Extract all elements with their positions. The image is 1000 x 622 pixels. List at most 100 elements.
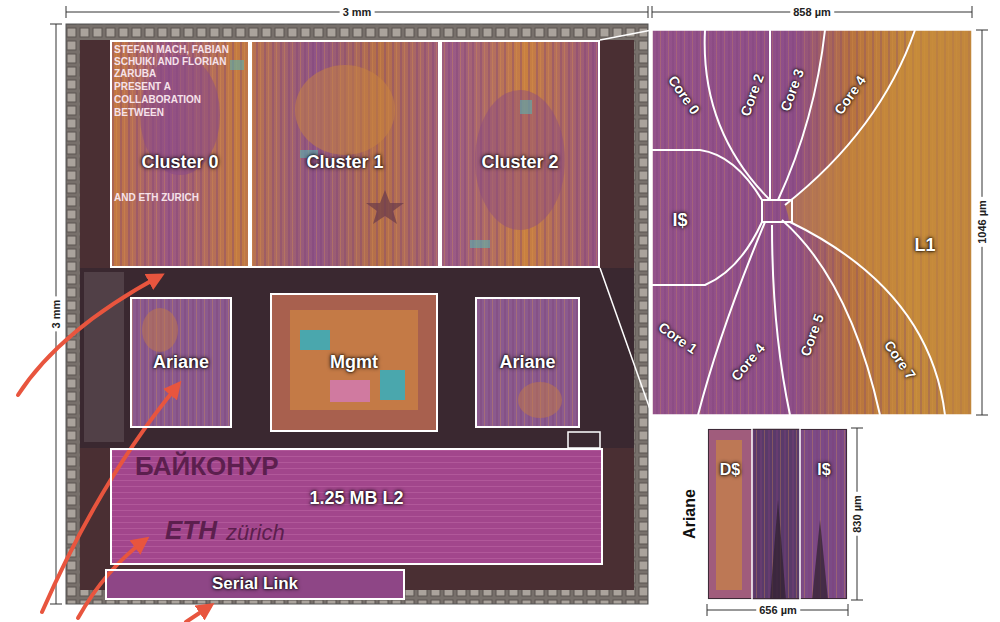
die-art-text: PRESENT A [114, 81, 246, 93]
core-boundaries-part [785, 30, 915, 205]
core-boundaries-part [705, 30, 770, 200]
core-boundaries [652, 30, 945, 415]
part-label: I$ [672, 210, 687, 231]
die-part [110, 40, 600, 268]
die-part [475, 90, 565, 230]
part-label: Core 4 [831, 73, 869, 118]
zoom-guides-part [600, 30, 652, 40]
part-label: Core 4 [728, 340, 768, 384]
die-part [110, 448, 603, 565]
die-part [80, 40, 634, 590]
cluster-region: Cluster 1 [250, 40, 440, 268]
zoom-guides [600, 30, 652, 415]
part-label: Core 5 [797, 312, 827, 358]
ariane-zoom-part [707, 428, 752, 600]
die-part [475, 297, 580, 428]
die-part [130, 297, 232, 428]
die [66, 24, 648, 604]
die-part [84, 272, 124, 442]
dimension-label: 3 mm [50, 297, 63, 332]
figure-title: Ariane [681, 489, 699, 539]
die-art-text: BETWEEN [114, 107, 246, 119]
dimension-label: 1046 µm [976, 197, 989, 247]
dimension-lines [50, 6, 988, 616]
die-part [518, 382, 562, 418]
ariane-zoom-part [770, 500, 786, 600]
core-boundaries-part [652, 222, 762, 285]
die-art-text: AND ETH ZURICH [114, 192, 246, 204]
part-label: Core 1 [656, 319, 701, 357]
die-part [470, 240, 490, 248]
cluster-region: Cluster 2 [440, 40, 600, 268]
management-region: Mgmt [270, 293, 438, 432]
part-label: Core 7 [881, 338, 919, 383]
dimension-label: 830 µm [851, 492, 864, 536]
die-part [230, 60, 244, 70]
die-part [330, 380, 370, 402]
die-art-text: БАЙКОНУР [135, 452, 279, 482]
core-boundaries-part [778, 30, 825, 200]
ariane-zoom-part [800, 428, 848, 600]
die-part [475, 297, 580, 428]
cluster-zoom-part [652, 30, 972, 415]
region-name: Cluster 2 [481, 152, 558, 174]
cluster-zoom-part [652, 30, 972, 415]
die-part [110, 40, 600, 268]
dimension-lines-part [851, 428, 863, 600]
core-boundaries-part [772, 225, 790, 415]
part-label: Core 3 [777, 67, 807, 113]
ariane-zoom-part [707, 428, 848, 600]
die-part [520, 100, 532, 114]
core-region: Ariane [130, 297, 232, 428]
io-region: Serial Link [105, 569, 405, 600]
callout-arrows-part [18, 276, 160, 395]
dimension-label: 3 mm [340, 6, 375, 19]
die-part [80, 268, 634, 448]
die-art-text: ETH [165, 516, 217, 546]
die-art-text: COLLABORATION [114, 94, 246, 106]
dimension-lines-part [50, 24, 62, 604]
core-boundaries-part [698, 222, 765, 415]
die-part [110, 448, 603, 565]
part-label: Core 2 [737, 72, 767, 118]
die-part [66, 24, 648, 604]
cluster-zoom [652, 30, 972, 415]
die-art-text-block: STEFAN MACH, FABIAN SCHUIKI AND FLORIAN … [114, 44, 246, 119]
part-label: I$ [817, 461, 830, 479]
dimension-lines-part [707, 604, 848, 616]
die-part [366, 190, 404, 224]
ariane-zoom-part [812, 520, 828, 600]
part-label: Core 0 [665, 73, 703, 118]
region-name: Serial Link [212, 574, 298, 594]
die-part [142, 308, 178, 352]
dimension-lines-part [66, 6, 648, 18]
ariane-zoom [707, 428, 848, 600]
die-part [568, 432, 600, 448]
ariane-zoom-part [709, 430, 752, 598]
dimension-lines-part [652, 6, 972, 18]
cluster-zoom-part [785, 30, 972, 415]
region-name: Cluster 0 [141, 152, 218, 174]
core-boundaries-part [762, 200, 792, 222]
die-part [295, 65, 395, 155]
die-part [380, 370, 405, 400]
part-label: D$ [720, 461, 740, 479]
die-art-text: zürich [226, 520, 285, 545]
core-boundaries-part [782, 220, 880, 415]
dimension-label: 858 µm [790, 6, 834, 19]
core-region: Ariane [475, 297, 580, 428]
dimension-lines-part [976, 30, 988, 415]
dimension-label: 656 µm [756, 604, 800, 617]
region-name: Ariane [499, 352, 555, 374]
part-label: L1 [914, 235, 935, 256]
die-part [130, 297, 232, 428]
region-name: Ariane [153, 352, 209, 374]
die-part [290, 310, 418, 410]
callout-arrows-part [186, 606, 210, 622]
ariane-zoom-part [716, 440, 742, 590]
cluster-zoom-part [652, 30, 972, 415]
die-part [300, 330, 330, 350]
region-name: Cluster 1 [306, 152, 383, 174]
